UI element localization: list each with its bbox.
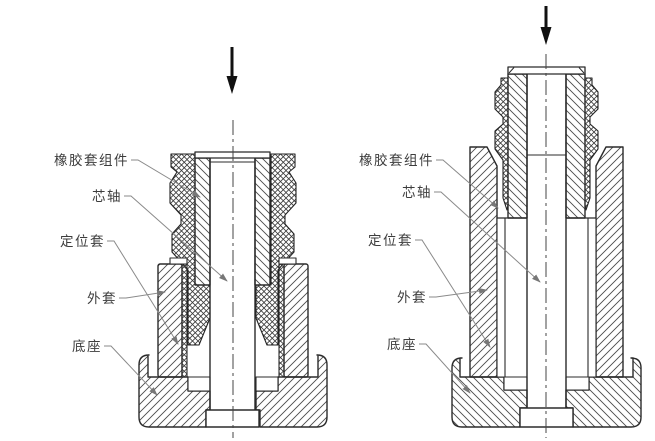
leader-rubber-sleeve	[131, 159, 201, 198]
leader-outer-sleeve	[429, 288, 488, 298]
leader-lines	[104, 159, 541, 396]
outer-sleeve	[157, 263, 183, 378]
outer-sleeve	[283, 263, 309, 378]
leader-rubber-sleeve	[436, 159, 499, 209]
outer-sleeve	[469, 146, 498, 378]
label-base: 底座	[387, 337, 417, 352]
label-outer-sleeve: 外套	[397, 290, 427, 305]
leader-positioning-sleeve	[107, 240, 179, 345]
bushing-inner-tube-wall	[565, 73, 586, 219]
press-down-arrow-icon	[540, 6, 552, 45]
positioning-sleeve-flange	[278, 257, 297, 265]
mandrel	[526, 74, 567, 408]
base-step	[255, 376, 279, 392]
label-positioning-sleeve: 定位套	[368, 233, 413, 248]
positioning-sleeve-wall	[587, 217, 597, 378]
base-step	[187, 376, 211, 392]
positioning-sleeve-flange	[169, 257, 188, 265]
label-mandrel: 芯轴	[402, 185, 432, 200]
leader-outer-sleeve	[119, 290, 166, 299]
rubber-sleeve	[255, 153, 297, 346]
base-step	[565, 376, 590, 391]
label-mandrel: 芯轴	[92, 189, 122, 204]
left-view	[138, 47, 328, 438]
right-view	[451, 6, 642, 438]
positioning-sleeve-wall	[278, 263, 285, 378]
bushing-inner-tube-wall	[507, 73, 528, 219]
outer-sleeve	[595, 146, 624, 378]
leader-base	[104, 345, 158, 396]
label-rubber-sleeve-assembly: 橡胶套组件	[359, 152, 434, 168]
rubber-sleeve	[584, 77, 599, 211]
positioning-sleeve-wall	[181, 263, 188, 378]
positioning-sleeve-wall	[496, 217, 506, 378]
label-positioning-sleeve: 定位套	[60, 234, 105, 249]
mandrel	[209, 158, 256, 410]
label-base: 底座	[72, 339, 102, 354]
rubber-sleeve	[494, 77, 509, 211]
bushing-inner-tube-wall	[254, 157, 271, 286]
part-labels: 橡胶套组件 芯轴 定位套 外套 底座 橡胶套组件 芯轴 定位套 外套 底座	[54, 152, 434, 354]
base-step	[503, 376, 528, 391]
leader-mandrel	[124, 195, 228, 282]
leader-mandrel	[434, 191, 541, 283]
leader-base	[419, 343, 471, 394]
tube-top-chamfer	[508, 67, 515, 74]
bushing-inner-tube-wall	[194, 157, 211, 286]
label-rubber-sleeve-assembly: 橡胶套组件	[54, 152, 129, 168]
tube-top-chamfer	[578, 67, 585, 74]
label-outer-sleeve: 外套	[87, 291, 117, 306]
leader-positioning-sleeve	[415, 239, 491, 348]
press-down-arrow-icon	[226, 47, 238, 94]
